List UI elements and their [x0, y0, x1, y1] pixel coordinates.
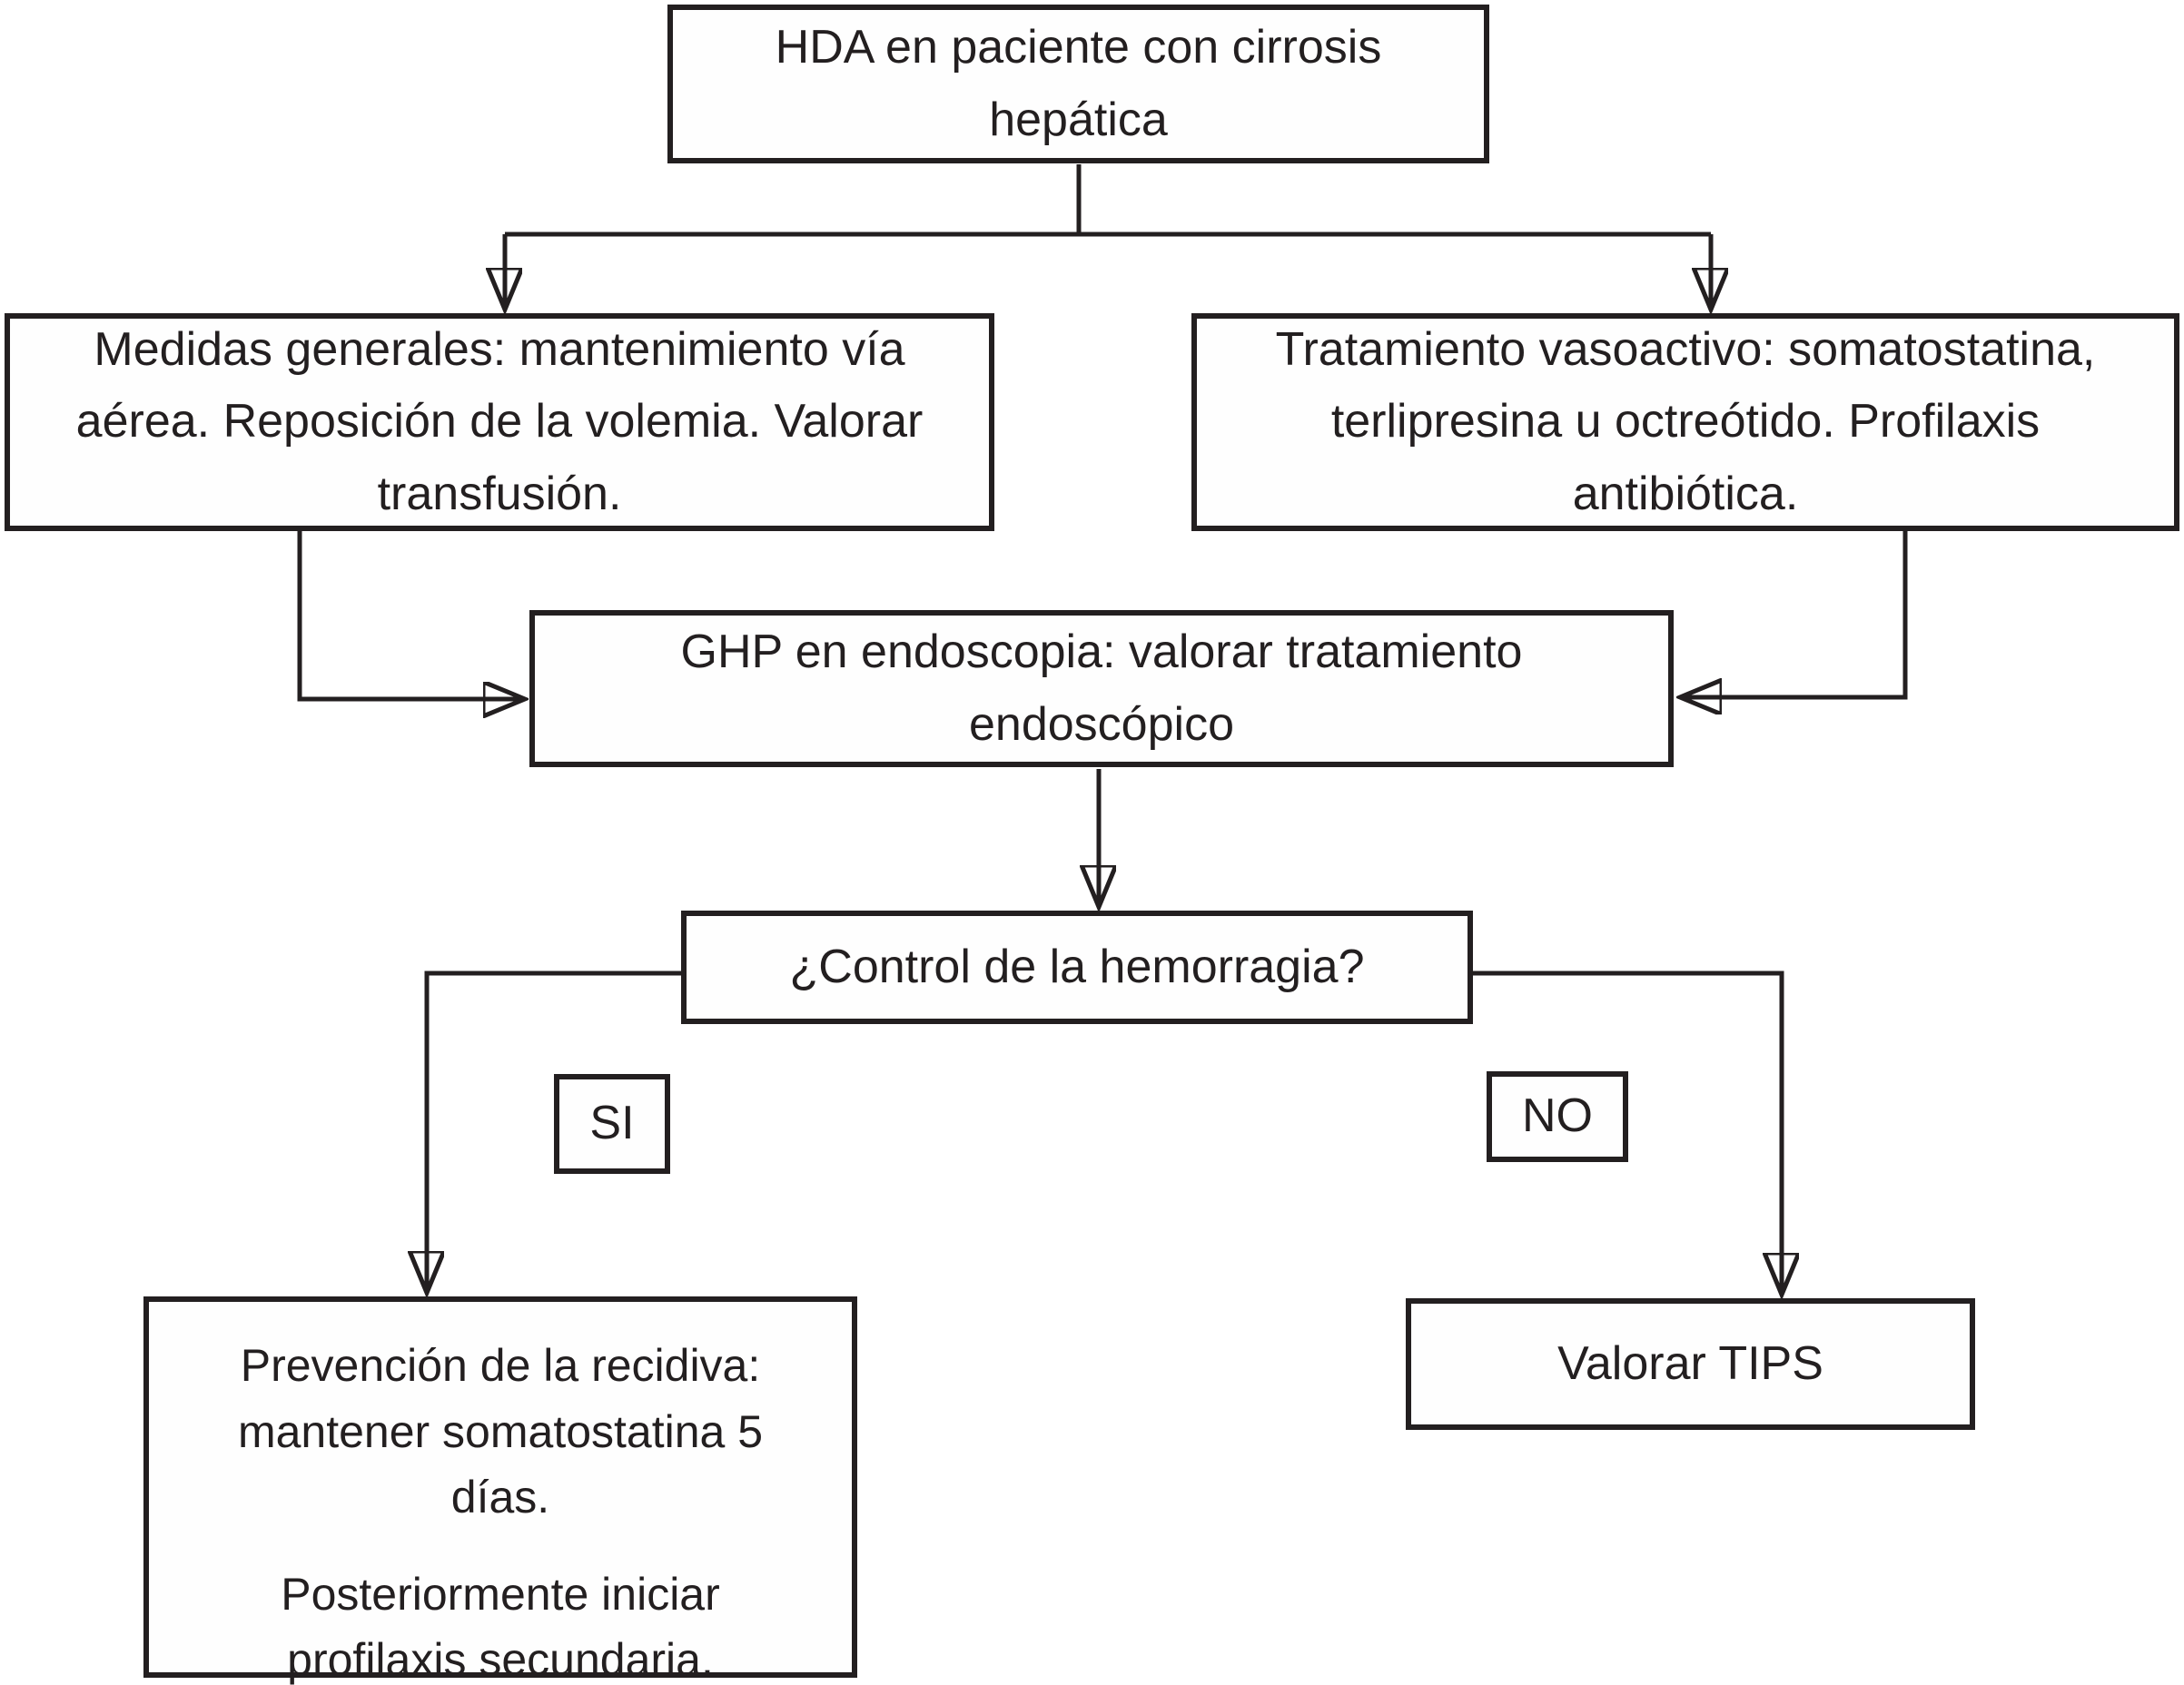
node-control-hemorragia-text: ¿Control de la hemorragia? — [789, 940, 1365, 993]
node-tratamiento-vasoactivo-text: Tratamiento vasoactivo: somatostatina, t… — [1275, 323, 2096, 520]
branch-label-si-text: SI — [589, 1097, 635, 1150]
edge-vasoactive-to-endoscopy — [1680, 531, 1908, 697]
node-prevencion-recidiva-text-2: Posteriormente iniciar profilaxis secund… — [281, 1568, 720, 1685]
node-control-hemorragia: ¿Control de la hemorragia? — [681, 911, 1473, 1024]
node-valorar-tips: Valorar TIPS — [1406, 1298, 1975, 1430]
edge-decision-to-prevention — [427, 971, 683, 1293]
node-start-text: HDA en paciente con cirrosis hepática — [775, 21, 1382, 146]
node-ghp-endoscopia: GHP en endoscopia: valorar tratamiento e… — [529, 610, 1674, 767]
node-medidas-generales: Medidas generales: mantenimiento vía aér… — [5, 313, 994, 531]
branch-label-no-text: NO — [1522, 1089, 1593, 1143]
node-start-hda: HDA en paciente con cirrosis hepática — [667, 5, 1489, 163]
branch-label-no: NO — [1487, 1071, 1628, 1162]
node-prevencion-recidiva: Prevención de la recidiva: mantener soma… — [143, 1296, 857, 1685]
node-ghp-endoscopia-text: GHP en endoscopia: valorar tratamiento e… — [680, 626, 1523, 751]
edge-start-split — [505, 164, 1711, 237]
node-tratamiento-vasoactivo: Tratamiento vasoactivo: somatostatina, t… — [1191, 313, 2179, 531]
node-valorar-tips-text: Valorar TIPS — [1557, 1336, 1823, 1390]
node-medidas-generales-text: Medidas generales: mantenimiento vía aér… — [75, 323, 924, 520]
branch-label-si: SI — [554, 1074, 670, 1174]
node-prevencion-recidiva-text-1: Prevención de la recidiva: mantener soma… — [237, 1340, 764, 1522]
edge-measures-to-endoscopy — [297, 531, 525, 699]
edge-decision-to-tips — [1471, 971, 1782, 1295]
